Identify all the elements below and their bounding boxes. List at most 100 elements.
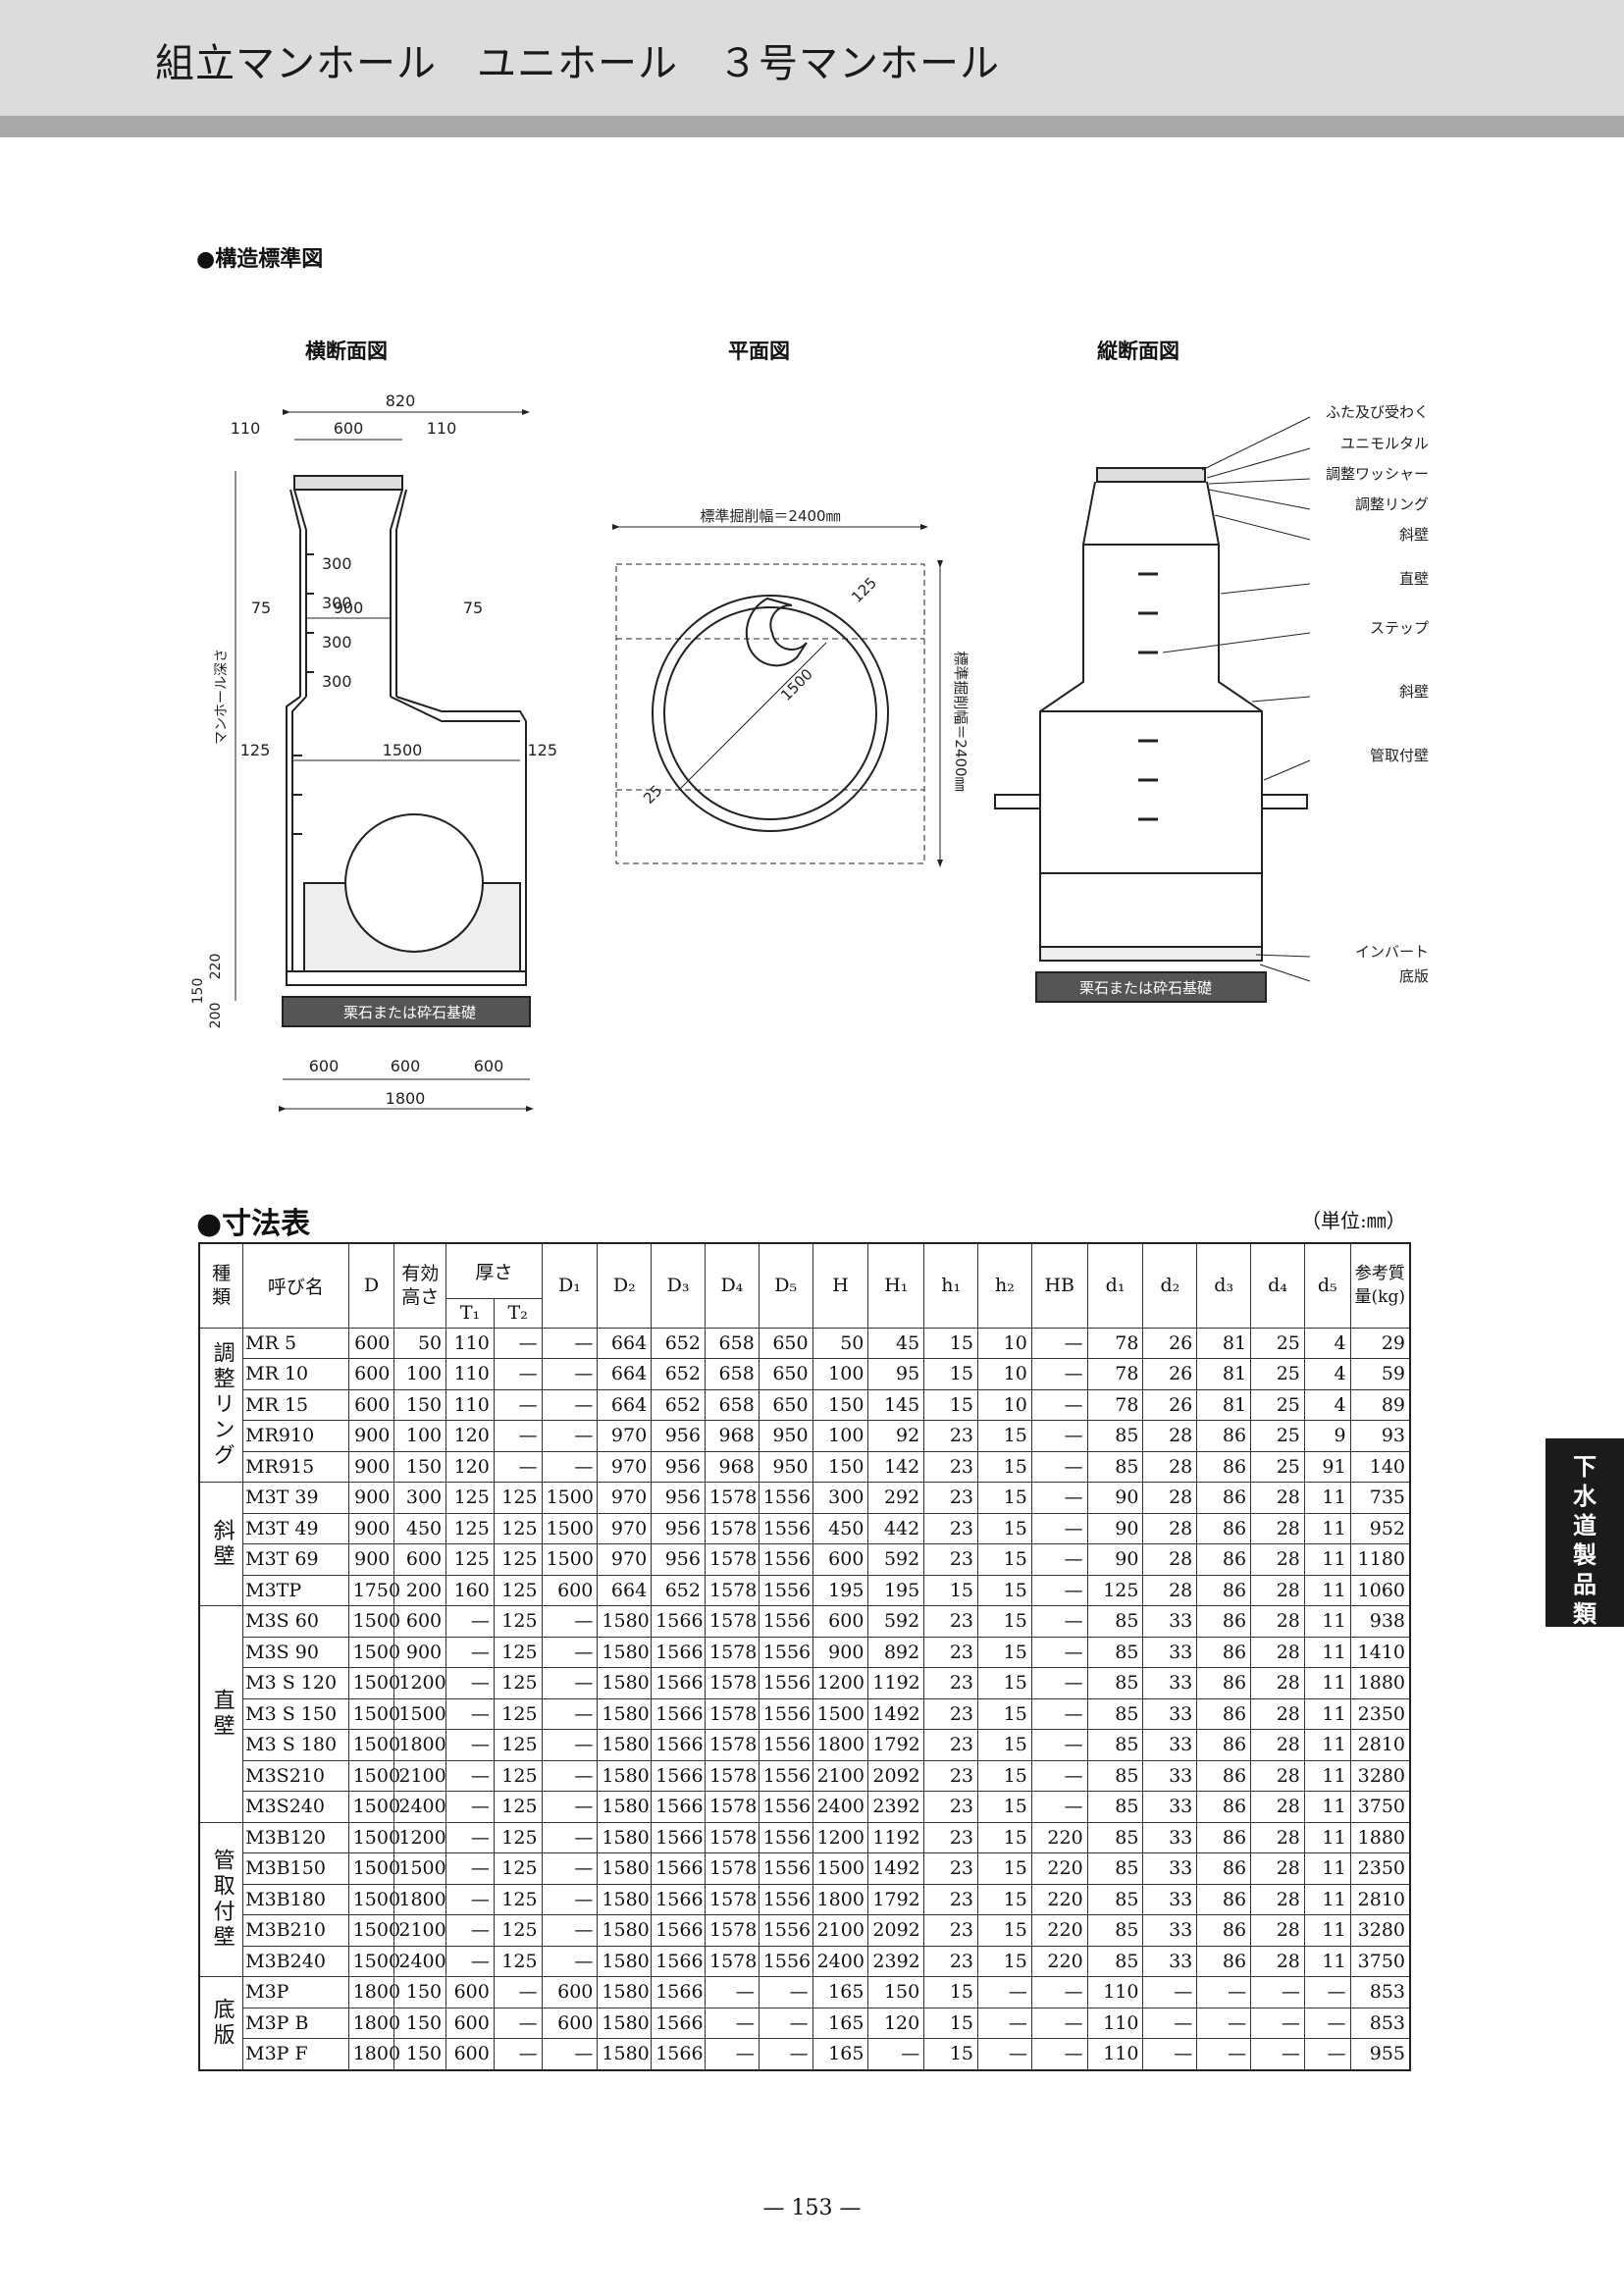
value-cell: 938 <box>1349 1605 1411 1638</box>
value-cell: 23 <box>923 1636 979 1668</box>
value-cell: 23 <box>923 1821 979 1853</box>
value-cell: — <box>1303 1976 1351 2008</box>
value-cell: 28 <box>1142 1420 1198 1452</box>
value-cell: 81 <box>1196 1358 1252 1390</box>
value-cell: 650 <box>758 1327 813 1359</box>
label-base-long: 栗石または砕石基礎 <box>1079 979 1212 997</box>
value-cell: 900 <box>347 1450 395 1483</box>
value-cell: 59 <box>1349 1358 1411 1390</box>
value-cell: 1556 <box>758 1543 813 1576</box>
value-cell: 100 <box>393 1420 447 1452</box>
dim-110-right: 110 <box>427 419 457 438</box>
value-cell: 110 <box>445 1358 495 1390</box>
value-cell: 1556 <box>758 1512 813 1544</box>
value-cell: 650 <box>758 1358 813 1390</box>
value-cell: 4 <box>1303 1327 1351 1359</box>
product-name-cell: M3 S 150 <box>242 1697 349 1730</box>
value-cell: 1800 <box>393 1729 447 1761</box>
value-cell: 15 <box>977 1450 1032 1483</box>
side-tab-char: 製 <box>1573 1541 1597 1569</box>
value-cell: 2392 <box>867 1791 925 1823</box>
header-T1: T₁ <box>445 1297 495 1329</box>
value-cell: 85 <box>1086 1729 1144 1761</box>
value-cell: — <box>1030 1605 1088 1638</box>
value-cell: 970 <box>597 1420 653 1452</box>
value-cell: 125 <box>493 1791 543 1823</box>
label-manhole-depth: マンホール深さ <box>214 649 230 745</box>
value-cell: 600 <box>541 2007 599 2039</box>
value-cell: 85 <box>1086 1821 1144 1853</box>
value-cell: 735 <box>1349 1482 1411 1514</box>
value-cell: 195 <box>867 1574 925 1606</box>
value-cell: 100 <box>812 1358 869 1390</box>
value-cell: 89 <box>1349 1388 1411 1421</box>
product-name-cell: M3P <box>242 1976 349 2008</box>
value-cell: 28 <box>1250 1945 1305 1977</box>
value-cell: 23 <box>923 1667 979 1699</box>
value-cell: 81 <box>1196 1388 1252 1421</box>
value-cell: 110 <box>1086 2007 1144 2039</box>
value-cell: 15 <box>977 1667 1032 1699</box>
value-cell: — <box>445 1914 495 1947</box>
value-cell: 165 <box>812 2007 869 2039</box>
header-eff-height: 有効高さ <box>393 1242 447 1329</box>
value-cell: 1492 <box>867 1852 925 1885</box>
value-cell: 28 <box>1142 1482 1198 1514</box>
value-cell: 1578 <box>704 1574 760 1606</box>
value-cell: 1800 <box>347 1976 400 2008</box>
value-cell: — <box>445 1667 495 1699</box>
value-cell: — <box>1303 2038 1351 2070</box>
value-cell: 900 <box>347 1543 395 1576</box>
value-cell: 28 <box>1142 1543 1198 1576</box>
value-cell: — <box>1030 1636 1088 1668</box>
value-cell: 1580 <box>597 1697 653 1730</box>
side-tab-char: 品 <box>1573 1571 1597 1598</box>
value-cell: 1580 <box>597 1636 653 1668</box>
value-cell: 33 <box>1142 1883 1198 1915</box>
value-cell: 23 <box>923 1945 979 1977</box>
value-cell: 1556 <box>758 1791 813 1823</box>
value-cell: 1556 <box>758 1883 813 1915</box>
value-cell: 1500 <box>812 1697 869 1730</box>
value-cell: 2392 <box>867 1945 925 1977</box>
value-cell: 1566 <box>651 1821 706 1853</box>
value-cell: 85 <box>1086 1759 1144 1792</box>
value-cell: — <box>541 1759 599 1792</box>
value-cell: 33 <box>1142 1759 1198 1792</box>
value-cell: 15 <box>923 2038 979 2070</box>
value-cell: 28 <box>1250 1821 1305 1853</box>
value-cell: 11 <box>1303 1729 1351 1761</box>
value-cell: 1556 <box>758 1729 813 1761</box>
value-cell: — <box>977 2007 1032 2039</box>
dim-600: 600 <box>334 419 364 438</box>
value-cell: 1578 <box>704 1883 760 1915</box>
value-cell: 15 <box>923 1976 979 2008</box>
dim-300-2: 300 <box>322 594 352 612</box>
value-cell: 658 <box>704 1388 760 1421</box>
value-cell: 1500 <box>347 1697 400 1730</box>
value-cell: 100 <box>393 1358 447 1390</box>
value-cell: — <box>1030 1358 1088 1390</box>
value-cell: 853 <box>1349 1976 1411 2008</box>
value-cell: 1410 <box>1349 1636 1411 1668</box>
value-cell: — <box>867 2038 925 2070</box>
value-cell: 28 <box>1250 1914 1305 1947</box>
value-cell: — <box>1303 2007 1351 2039</box>
value-cell: 85 <box>1086 1914 1144 1947</box>
value-cell: 1192 <box>867 1821 925 1853</box>
value-cell: 442 <box>867 1512 925 1544</box>
value-cell: 110 <box>445 1327 495 1359</box>
value-cell: — <box>541 1327 599 1359</box>
label-pipe-wall: 管取付壁 <box>1370 747 1429 764</box>
value-cell: 1580 <box>597 1821 653 1853</box>
value-cell: 25 <box>1250 1358 1305 1390</box>
value-cell: 1556 <box>758 1821 813 1853</box>
value-cell: — <box>1030 1759 1088 1792</box>
value-cell: 33 <box>1142 1605 1198 1638</box>
value-cell: 85 <box>1086 1667 1144 1699</box>
value-cell: 892 <box>867 1636 925 1668</box>
value-cell: 11 <box>1303 1667 1351 1699</box>
